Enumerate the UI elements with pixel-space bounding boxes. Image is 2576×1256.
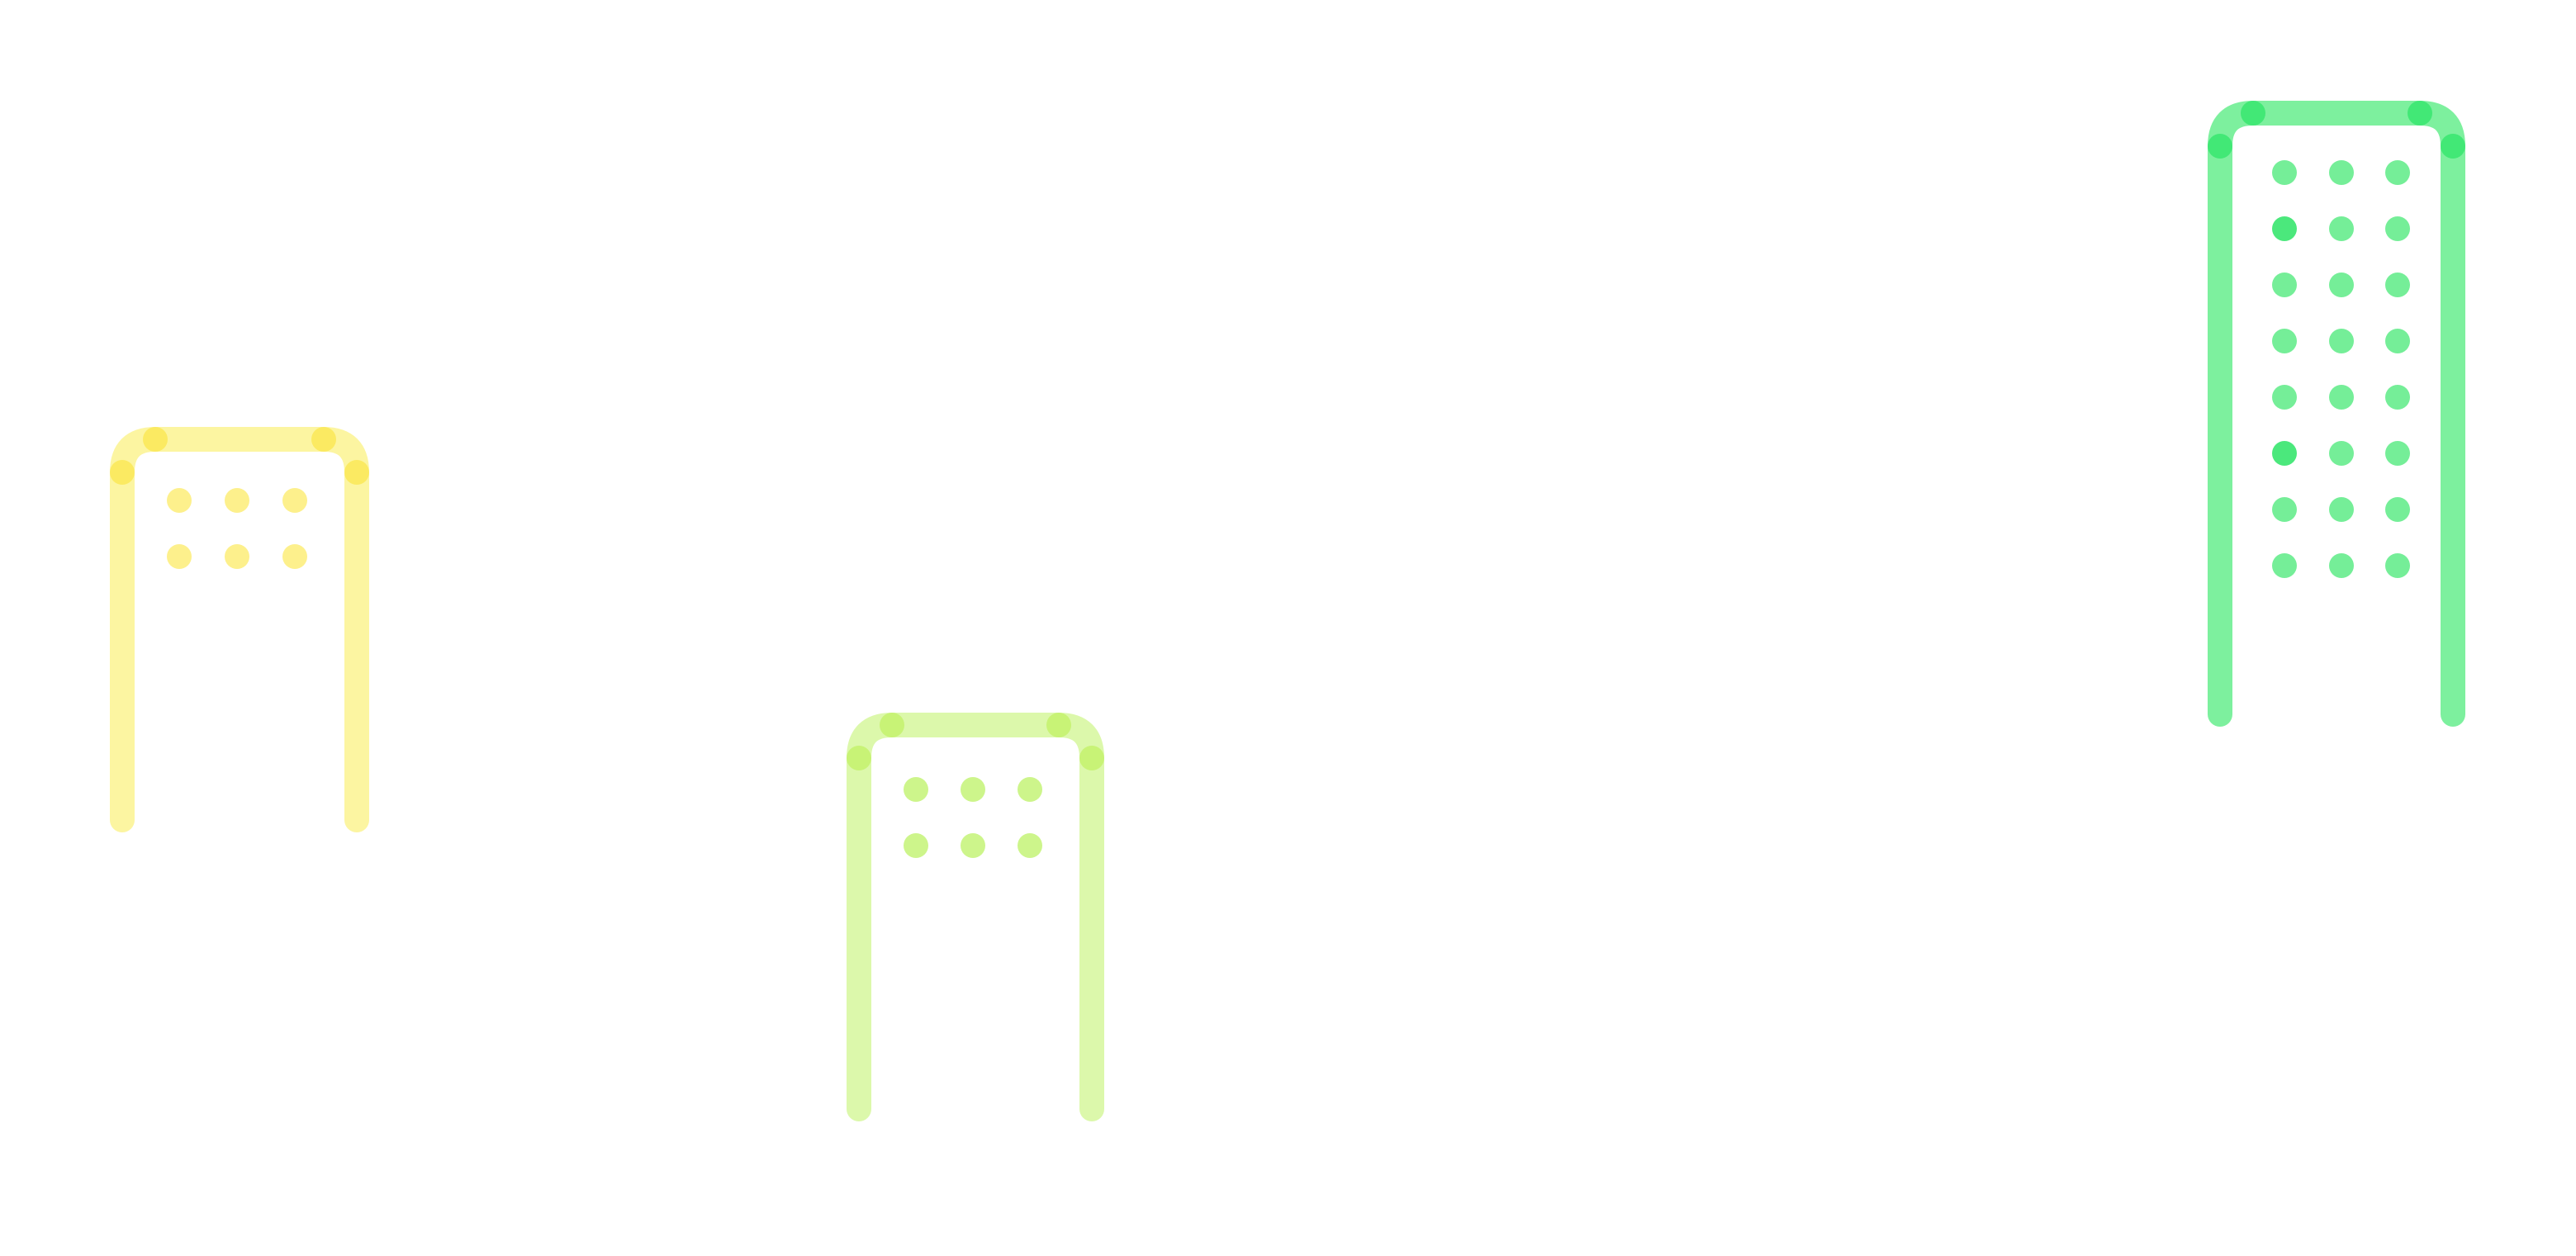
building-green-tall-window-icon xyxy=(2385,160,2410,185)
building-green-tall-window-icon xyxy=(2385,497,2410,522)
building-green-tall-window-icon xyxy=(2385,385,2410,410)
building-green-tall-window-icon xyxy=(2385,553,2410,578)
building-lime-medium-joint-dot xyxy=(847,746,871,770)
building-lime-medium-joint-dot xyxy=(1079,746,1104,770)
building-green-tall-window-icon xyxy=(2385,329,2410,353)
building-green-tall-window-icon xyxy=(2329,385,2354,410)
building-yellow-small-window-icon xyxy=(282,488,307,513)
building-green-tall xyxy=(2208,101,2465,727)
building-lime-medium-window-icon xyxy=(961,777,985,802)
building-green-tall-joint-dot xyxy=(2208,134,2232,159)
building-yellow-small-joint-dot xyxy=(110,460,135,485)
building-lime-medium-window-icon xyxy=(904,777,928,802)
building-lime-medium-joint-dot xyxy=(880,713,904,737)
building-lime-medium-window-icon xyxy=(961,833,985,858)
building-green-tall-window-icon xyxy=(2385,216,2410,241)
building-green-tall-window-icon xyxy=(2329,553,2354,578)
building-yellow-small-window-icon xyxy=(282,544,307,569)
building-lime-medium xyxy=(847,713,1104,1121)
building-yellow-small-joint-dot xyxy=(311,427,336,452)
building-lime-medium-window-icon xyxy=(904,833,928,858)
building-green-tall-window-icon xyxy=(2272,160,2297,185)
building-yellow-small-window-icon xyxy=(167,488,192,513)
building-yellow-small-window-icon xyxy=(225,544,249,569)
building-yellow-small-window-icon xyxy=(167,544,192,569)
building-green-tall-outline xyxy=(2208,101,2465,727)
building-green-tall-joint-dot xyxy=(2408,101,2432,126)
building-green-tall-window-icon xyxy=(2272,273,2297,297)
building-green-tall-joint-dot xyxy=(2441,134,2465,159)
building-yellow-small-joint-dot xyxy=(344,460,369,485)
building-yellow-small-window-icon xyxy=(225,488,249,513)
building-green-tall-window-icon xyxy=(2272,497,2297,522)
building-green-tall-window-icon xyxy=(2272,553,2297,578)
building-green-tall-window-icon xyxy=(2272,329,2297,353)
building-green-tall-window-icon xyxy=(2385,441,2410,466)
building-green-tall-window-icon xyxy=(2272,385,2297,410)
building-yellow-small-outline xyxy=(110,427,369,832)
building-green-tall-window-icon xyxy=(2329,160,2354,185)
building-green-tall-window-icon xyxy=(2329,441,2354,466)
building-green-tall-window-icon xyxy=(2329,497,2354,522)
building-green-tall-window-icon xyxy=(2329,329,2354,353)
building-green-tall-window-bright-icon xyxy=(2272,216,2297,241)
building-lime-medium-joint-dot xyxy=(1046,713,1071,737)
building-green-tall-window-bright-icon xyxy=(2272,441,2297,466)
building-yellow-small-joint-dot xyxy=(143,427,168,452)
building-lime-medium-window-icon xyxy=(1018,833,1042,858)
building-green-tall-window-icon xyxy=(2329,216,2354,241)
building-lime-medium-window-icon xyxy=(1018,777,1042,802)
building-yellow-small xyxy=(110,427,369,832)
building-green-tall-joint-dot xyxy=(2241,101,2265,126)
building-green-tall-window-icon xyxy=(2329,273,2354,297)
building-green-tall-window-icon xyxy=(2385,273,2410,297)
building-lime-medium-outline xyxy=(847,713,1104,1121)
